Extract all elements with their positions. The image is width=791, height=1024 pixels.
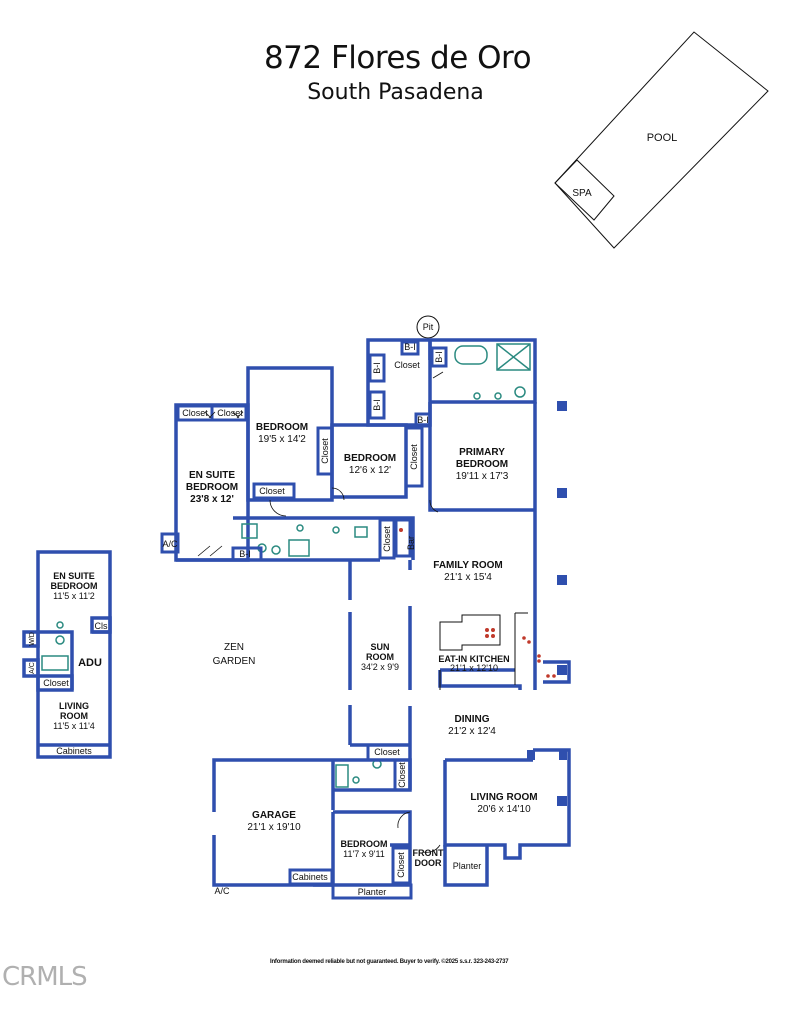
bar-label: Bar <box>406 536 416 550</box>
bedroom-2-name: BEDROOM <box>344 453 396 464</box>
bedroom-3-dims: 11'7 x 9'11 <box>343 849 385 859</box>
property-city: South Pasadena <box>307 80 484 105</box>
bedroom-1-dims: 19'5 x 14'2 <box>258 434 306 445</box>
primary-bath-fixtures <box>241 343 531 788</box>
sun-room-name-1: SUN <box>370 642 389 652</box>
bi-vertical-2: B-I <box>372 399 382 411</box>
closet-vertical-4: Closet <box>397 762 407 788</box>
ac-label-2: A/C <box>214 886 230 896</box>
pool-label: POOL <box>647 132 678 144</box>
family-room-dims: 21'1 x 15'4 <box>444 572 492 583</box>
bedroom-3-name: BEDROOM <box>341 839 388 849</box>
en-suite-bedroom-name-1: EN SUITE <box>189 470 235 481</box>
spa-outline <box>554 159 615 221</box>
ac-label-1: A/C <box>162 539 178 549</box>
primary-bedroom-name-1: PRIMARY <box>459 447 505 458</box>
adu-ac-label: A/C <box>29 662 36 674</box>
adu-bedroom-name-1: EN SUITE <box>53 571 95 581</box>
closet-vertical-3: Closet <box>382 526 392 552</box>
fire-pit <box>416 315 440 339</box>
primary-bedroom-dims: 19'11 x 17'3 <box>456 471 509 482</box>
dining-name: DINING <box>455 714 490 725</box>
en-suite-bedroom-dims: 23'8 x 12' <box>190 494 234 505</box>
dining-dims: 21'2 x 12'4 <box>448 726 496 737</box>
living-room-name: LIVING ROOM <box>470 792 537 803</box>
bedroom-1-name: BEDROOM <box>256 422 308 433</box>
closet-label-5: Closet <box>374 747 400 757</box>
closet-label-3: Closet <box>259 486 285 496</box>
sun-room-name-2: ROOM <box>366 652 394 662</box>
adu-wd-label: W/D <box>29 632 36 646</box>
adu-living-name-1: LIVING <box>59 701 89 711</box>
en-suite-bedroom-name-2: BEDROOM <box>186 482 238 493</box>
adu-living-name-2: ROOM <box>60 711 88 721</box>
pit-label: Pit <box>423 322 434 332</box>
bi-label-3: B-I <box>239 549 251 559</box>
kitchen-island <box>439 612 528 690</box>
closet-vertical-5: Closet <box>396 852 406 878</box>
adu-bedroom-name-2: BEDROOM <box>51 581 98 591</box>
adu-living-dims: 11'5 x 11'4 <box>53 721 95 731</box>
closet-vertical-1: Closet <box>320 438 330 464</box>
closet-label-4: Closet <box>394 360 420 370</box>
family-room-name: FAMILY ROOM <box>433 560 502 571</box>
front-door-label-1: FRONT <box>413 848 444 858</box>
adu-cabinets-label: Cabinets <box>56 746 92 756</box>
exterior-windows <box>527 401 567 806</box>
living-room-dims: 20'6 x 14'10 <box>477 804 531 815</box>
door-swings <box>197 371 444 853</box>
front-door-label-2: DOOR <box>415 858 443 868</box>
bi-vertical-1: B-I <box>372 362 382 374</box>
closet-label-2: Closet <box>217 408 243 418</box>
spa-label: SPA <box>572 188 592 199</box>
bi-vertical-3: B-I <box>434 351 444 363</box>
adu-label: ADU <box>78 657 102 669</box>
crmls-watermark: CRMLS <box>2 962 88 992</box>
adu-closet-label: Closet <box>43 678 69 688</box>
bi-label-2: B-I <box>417 415 429 425</box>
adu-fixtures <box>41 621 69 671</box>
bi-label-1: B-I <box>404 342 416 352</box>
zen-garden-label-1: ZEN <box>224 642 244 653</box>
planter-label-2: Planter <box>453 861 482 871</box>
disclaimer-text: Information deemed reliable but not guar… <box>270 959 509 965</box>
property-address: 872 Flores de Oro <box>263 40 532 76</box>
planter-label-1: Planter <box>358 887 387 897</box>
stovetop <box>399 528 556 678</box>
zen-garden-label-2: GARDEN <box>213 656 256 667</box>
cabinets-label: Cabinets <box>292 872 328 882</box>
bedroom-2-dims: 12'6 x 12' <box>349 465 391 476</box>
primary-bedroom-name-2: BEDROOM <box>456 459 508 470</box>
pool-outline <box>554 31 769 249</box>
adu-walls <box>22 550 112 759</box>
garage-dims: 21'1 x 19'10 <box>247 822 301 833</box>
kitchen-dims: 21'1 x 12'10 <box>450 663 498 673</box>
closet-walls <box>160 340 448 900</box>
garage-name: GARAGE <box>252 810 296 821</box>
adu-cls-label: Cls <box>95 621 108 631</box>
closet-label-1: Closet <box>182 408 208 418</box>
closet-vertical-2: Closet <box>409 444 419 470</box>
sun-room-dims: 34'2 x 9'9 <box>361 662 399 672</box>
adu-bedroom-dims: 11'5 x 11'2 <box>53 591 95 601</box>
kitchen-name: EAT-IN KITCHEN <box>438 654 509 664</box>
